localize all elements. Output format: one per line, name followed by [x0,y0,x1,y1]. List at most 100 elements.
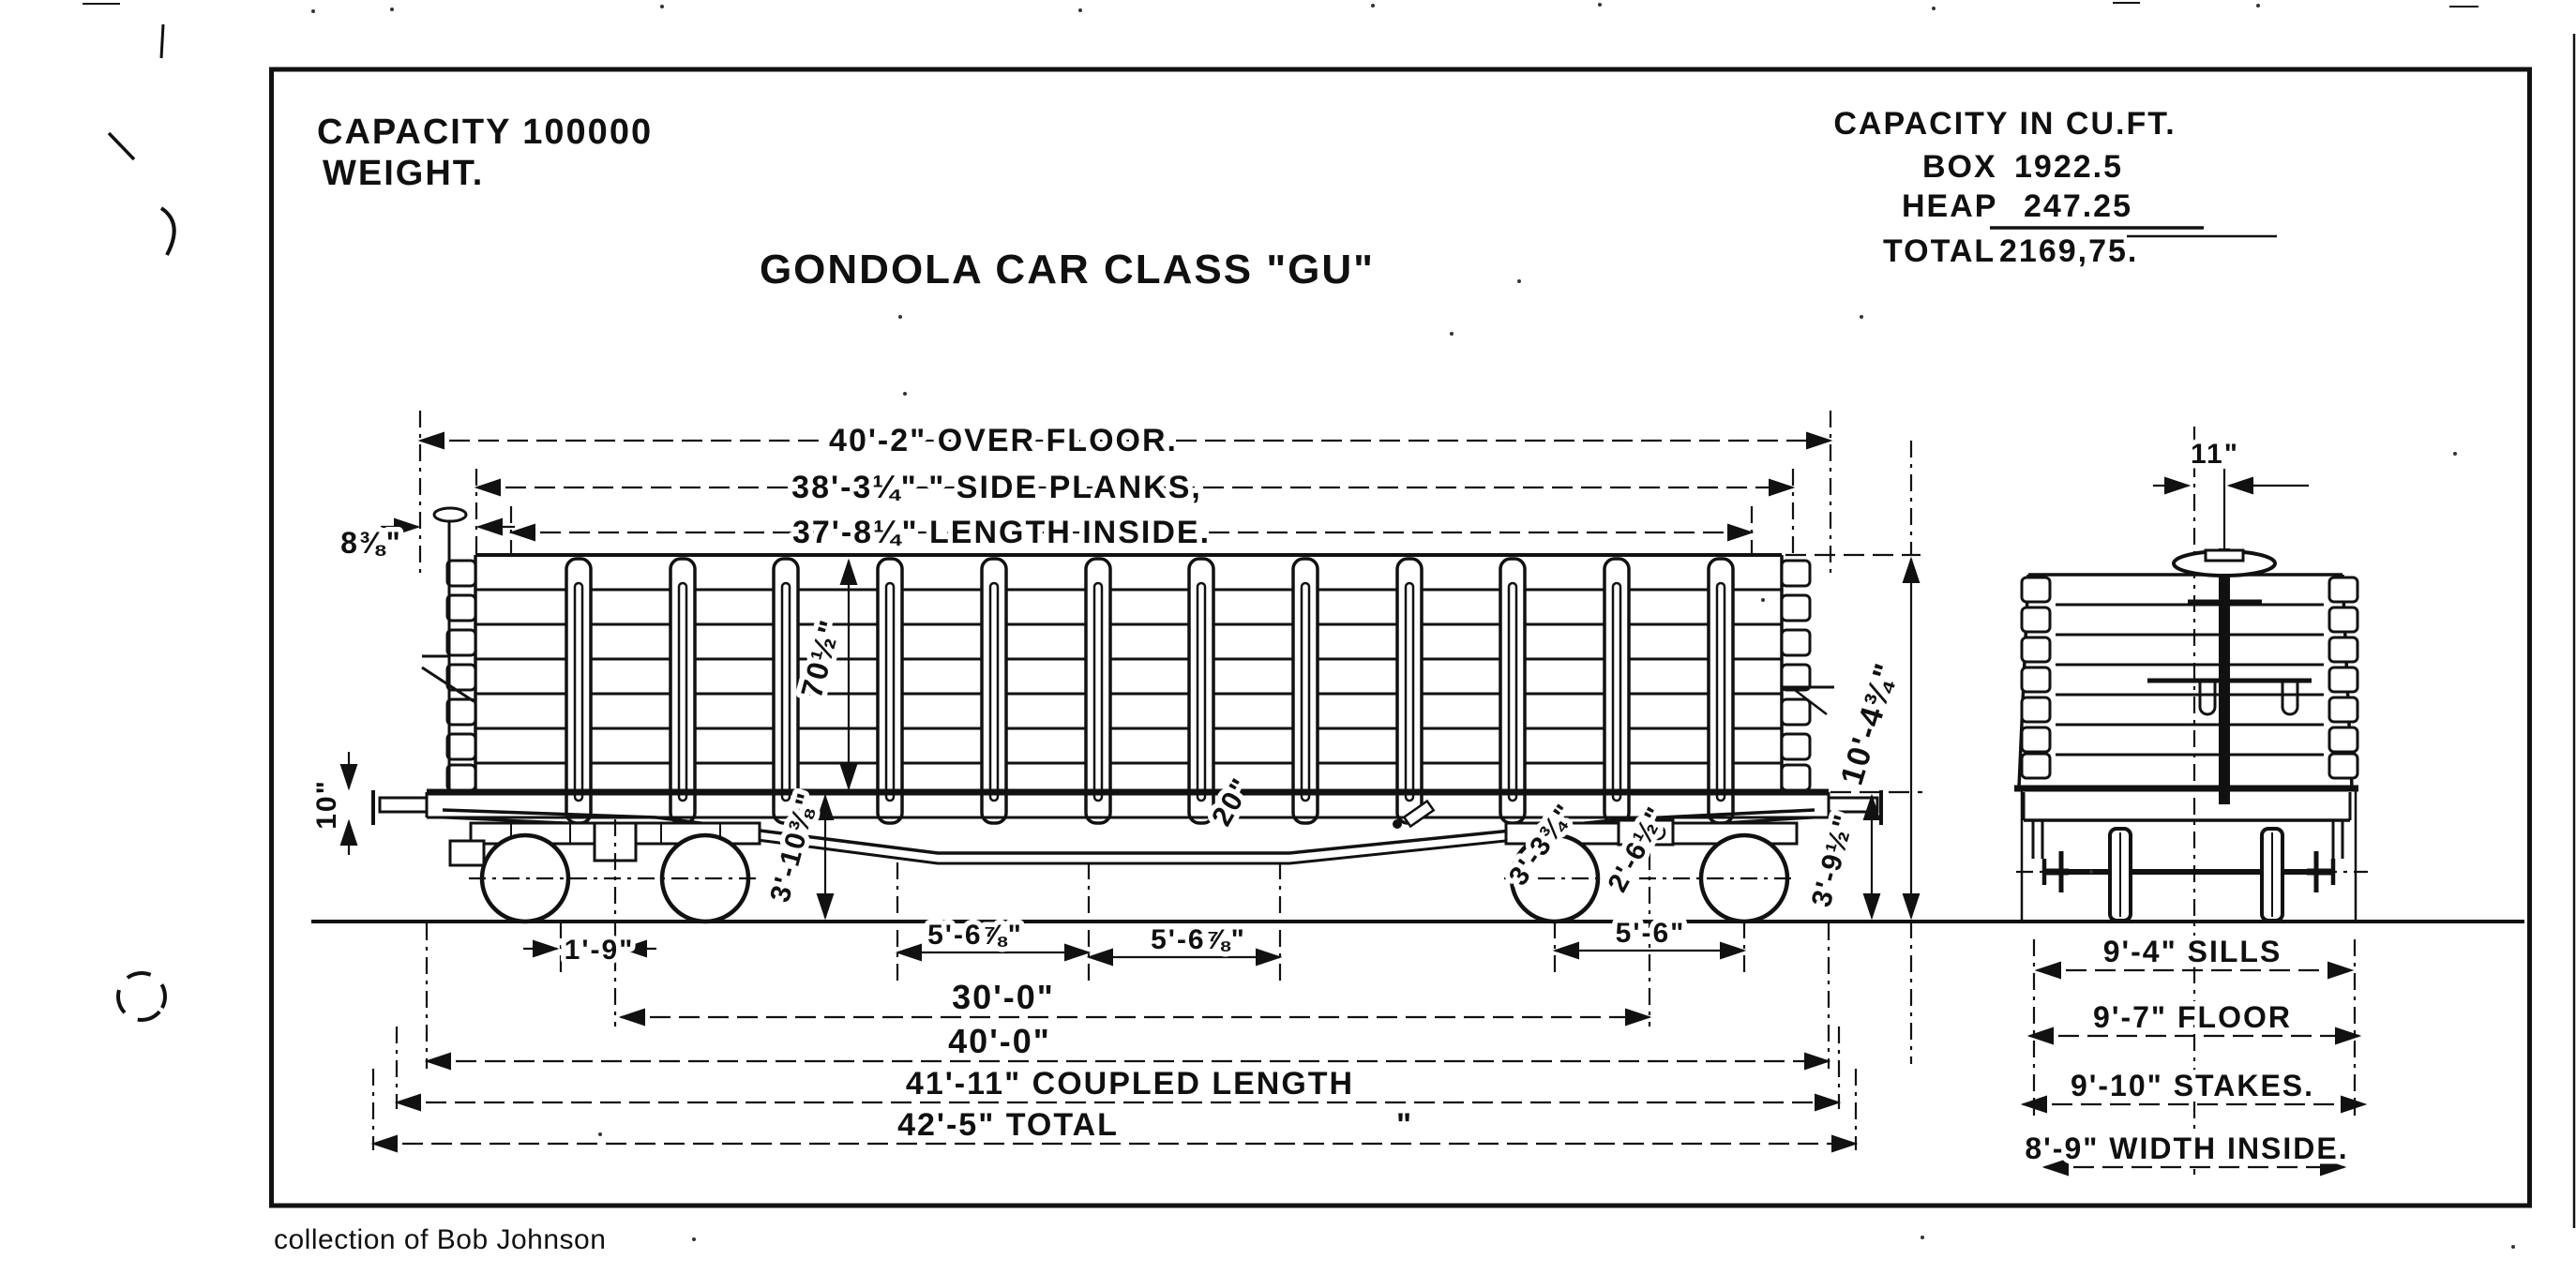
capacity-row-value: 247.25 [2024,188,2132,224]
stake-post-slot [1196,581,1207,802]
punch-mark-arc [159,206,176,256]
dim-brake-staff: 11" [2191,439,2239,470]
capacity-table: CAPACITY IN CU.FT. BOX 1922.5 HEAP 247.2… [1833,106,2277,269]
capacity-weight-label: CAPACITY 100000 [317,112,653,152]
speck [1932,7,1936,10]
dim-side-planks: 38'-3¼" " SIDE PLANKS, [791,470,1202,505]
stake-post-slot [1507,581,1518,802]
dim-total-ditto: " [1396,1107,1413,1143]
stake-pocket [2020,636,2052,664]
dim-height-over: 10'-4¾" [1834,658,1906,789]
brake-handle [432,506,468,523]
stake-post-slot [1300,581,1311,802]
stake-post-slot [1092,581,1104,802]
dim-end-offset: 8⅜" [340,526,402,560]
speck [2089,870,2093,874]
speck [1078,8,1082,12]
dim-coupled-length: 41'-11" COUPLED LENGTH [906,1066,1354,1102]
capacity-row-value: 1922.5 [2014,149,2123,185]
stake-pocket [445,763,477,792]
speck [2511,1245,2515,1249]
capacity-row-value: 2169,75. [1999,233,2138,269]
dim-total-length: 42'-5" TOTAL [897,1107,1119,1143]
stake-pocket [1780,593,1812,622]
stake-pocket [2020,752,2052,780]
drawing-title: GONDOLA CAR CLASS "GU" [760,247,1375,292]
stake-pocket [2327,576,2359,604]
stake-pocket [2327,636,2359,664]
collection-caption: collection of Bob Johnson [274,1224,606,1255]
header-block: CAPACITY 100000 WEIGHT. GONDOLA CAR CLAS… [317,112,1375,292]
speck [1371,4,1375,7]
dim-axle-offset: 1'-9" [565,935,635,966]
drawing-border-frame [269,67,2532,1208]
stake-pocket [2327,752,2359,780]
journal-box [448,839,486,867]
dim-floor-depth: 10" [311,779,342,830]
speck [2453,452,2457,456]
dim-floor-to-rail-right: 3'-9½" [1806,810,1860,910]
speck [660,5,664,8]
dim-span-1: 5'-6⅞" [927,920,1023,951]
stake-post-slot [573,581,584,802]
speck [1450,332,1454,336]
coupler-left [371,790,429,825]
scan-artifacts [83,2,2576,1228]
dim-sills: 9'-4" SILLS [2103,935,2282,968]
stake-pocket [445,732,477,761]
end-view [2014,427,2368,1175]
dim-width-inside: 8'-9" WIDTH INSIDE. [2025,1132,2348,1165]
capacity-row-label: BOX [1922,149,1997,185]
stake-pocket [2327,606,2359,634]
stake-pocket [1780,628,1812,657]
stake-post-slot [1715,581,1726,802]
punch-hole-mark [116,971,167,1022]
speck [1860,315,1863,319]
speck [390,7,394,11]
speck [311,9,315,13]
dim-floor: 9'-7" FLOOR [2093,1000,2292,1034]
stake-pocket [445,593,477,622]
dim-length-over-sills: 40'-0" [948,1022,1051,1060]
speck [598,1132,602,1136]
stake-post-slot [1404,581,1415,802]
stake-pocket [2020,726,2052,754]
stake-pocket [2327,726,2359,754]
stake-post-slot [988,581,1000,802]
stake-pocket [445,628,477,657]
side-view-dimensions: 40'-2" OVER FLOOR. 38'-3¼" " SIDE PLANKS… [307,411,1922,1153]
dim-length-inside: 37'-8¼" LENGTH INSIDE. [792,515,1211,550]
capacity-row-label: TOTAL [1883,233,1996,269]
stake-post-slot [780,581,791,802]
stake-post-slot [677,581,688,802]
speck [898,315,902,319]
speck [2256,4,2260,7]
speck [1517,279,1521,283]
rod-fitting [1393,819,1402,829]
stake-pocket [2020,666,2052,694]
stake-pocket [2327,666,2359,694]
stake-pocket [1780,697,1812,727]
stake-post-slot [884,581,896,802]
dim-over-floor: 40'-2" OVER FLOOR. [829,423,1178,458]
side-view-car-body [421,506,1834,825]
stake-pocket [2020,696,2052,724]
stake-pocket [445,559,477,588]
stake-pockets [445,559,1812,792]
speck [1598,3,1602,7]
stake-pocket [1780,763,1812,792]
capacity-table-heading: CAPACITY IN CU.FT. [1833,106,2176,142]
stake-pocket [445,697,477,727]
stake-pocket [2020,606,2052,634]
dim-truck-centers: 30'-0" [952,978,1055,1016]
speck [692,1237,696,1241]
stake-pocket [2020,576,2052,604]
capacity-row-label: HEAP [1902,188,1997,224]
weight-label: WEIGHT. [323,154,484,193]
stake-pocket [1780,732,1812,761]
dim-span-2: 5'-6⅞" [1151,924,1246,955]
dim-truck-wheelbase: 5'-6" [1616,918,1686,949]
stake-pocket [2327,696,2359,724]
